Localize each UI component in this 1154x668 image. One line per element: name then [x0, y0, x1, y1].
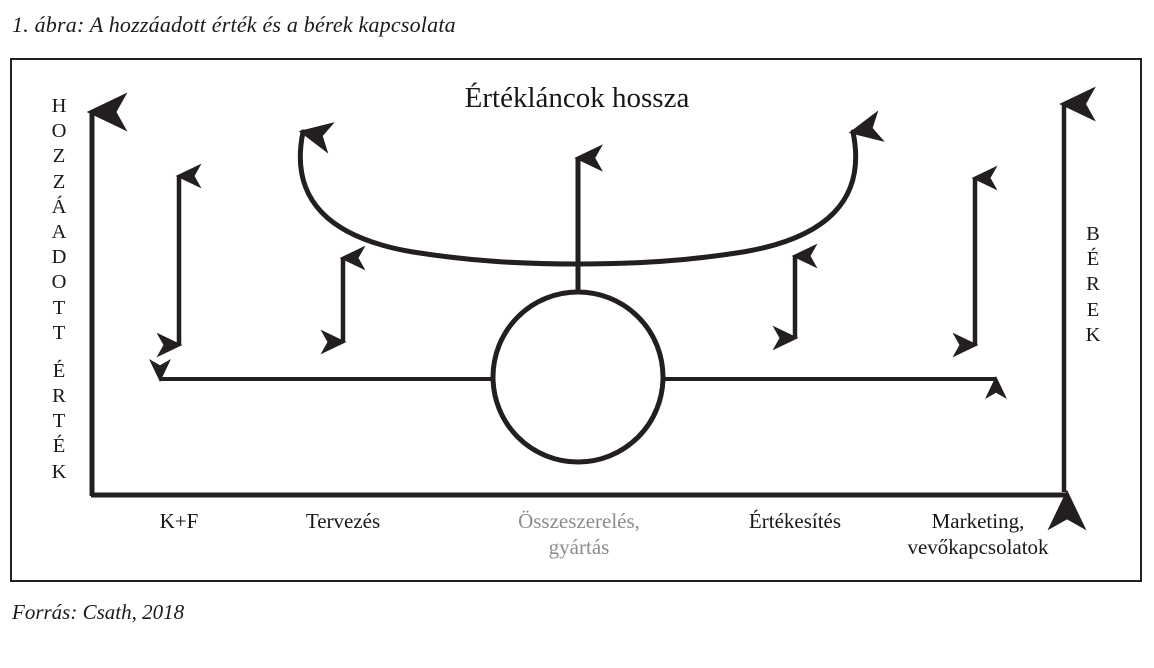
axis-letter: Z	[52, 170, 66, 193]
axis-letter: R	[1086, 273, 1100, 296]
axis-letter-spacer	[44, 348, 74, 361]
x-axis-label-osszeszereles-gyartas: Összeszerelés, gyártás	[468, 509, 690, 560]
axis-letter: É	[1086, 248, 1100, 271]
axis-letter: H	[51, 95, 67, 117]
axis-letter: T	[52, 321, 66, 344]
axis-letter: K	[51, 460, 67, 483]
axis-letter: K	[1085, 323, 1101, 346]
x-axis-label-osszeszereles-line1: Összeszerelés,	[518, 509, 640, 533]
figure-source-caption: Forrás: Csath, 2018	[12, 600, 185, 624]
axis-letter: Z	[52, 145, 66, 168]
axis-letter: E	[1086, 298, 1100, 321]
axis-letter: D	[51, 246, 67, 269]
x-axis-label-tervezes: Tervezés	[270, 509, 416, 535]
x-axis-label-tervezes-line1: Tervezés	[305, 509, 381, 533]
axis-letter: T	[52, 410, 66, 433]
chart-title: Értékláncok hossza	[464, 82, 690, 114]
figure-caption-top: 1. ábra: A hozzáadott érték és a bérek k…	[12, 12, 456, 37]
x-axis-label-kf: K+F	[118, 509, 240, 535]
x-axis-label-marketing-line1: Marketing,	[931, 509, 1025, 533]
x-axis-label-osszeszereles-line2: gyártás	[548, 534, 610, 559]
axis-letter: T	[52, 296, 66, 319]
axis-letter: É	[52, 435, 66, 458]
axis-letter: B	[1086, 223, 1100, 245]
x-axis-label-marketing-line2: vevőkapcsolatok	[907, 534, 1049, 559]
axis-letter: O	[51, 120, 67, 143]
axis-letter: O	[51, 271, 67, 294]
axis-letter: A	[51, 220, 67, 243]
axis-letter: É	[52, 359, 66, 382]
axis-letter: Á	[51, 195, 67, 218]
x-axis-label-marketing: Marketing, vevőkapcsolatok	[880, 509, 1076, 560]
y-axis-label-hozzaadott-ertek: H O Z Z Á A D O T T É R T É K	[44, 95, 74, 487]
axis-letter: R	[52, 385, 66, 408]
figure-border-box	[10, 58, 1142, 582]
x-axis-label-ertekesites-line1: Értékesítés	[748, 509, 842, 533]
x-axis-label-ertekesites: Értékesítés	[707, 509, 883, 535]
x-axis-label-kf-line1: K+F	[159, 509, 199, 533]
y-axis-label-berek: B É R E K	[1078, 223, 1108, 350]
